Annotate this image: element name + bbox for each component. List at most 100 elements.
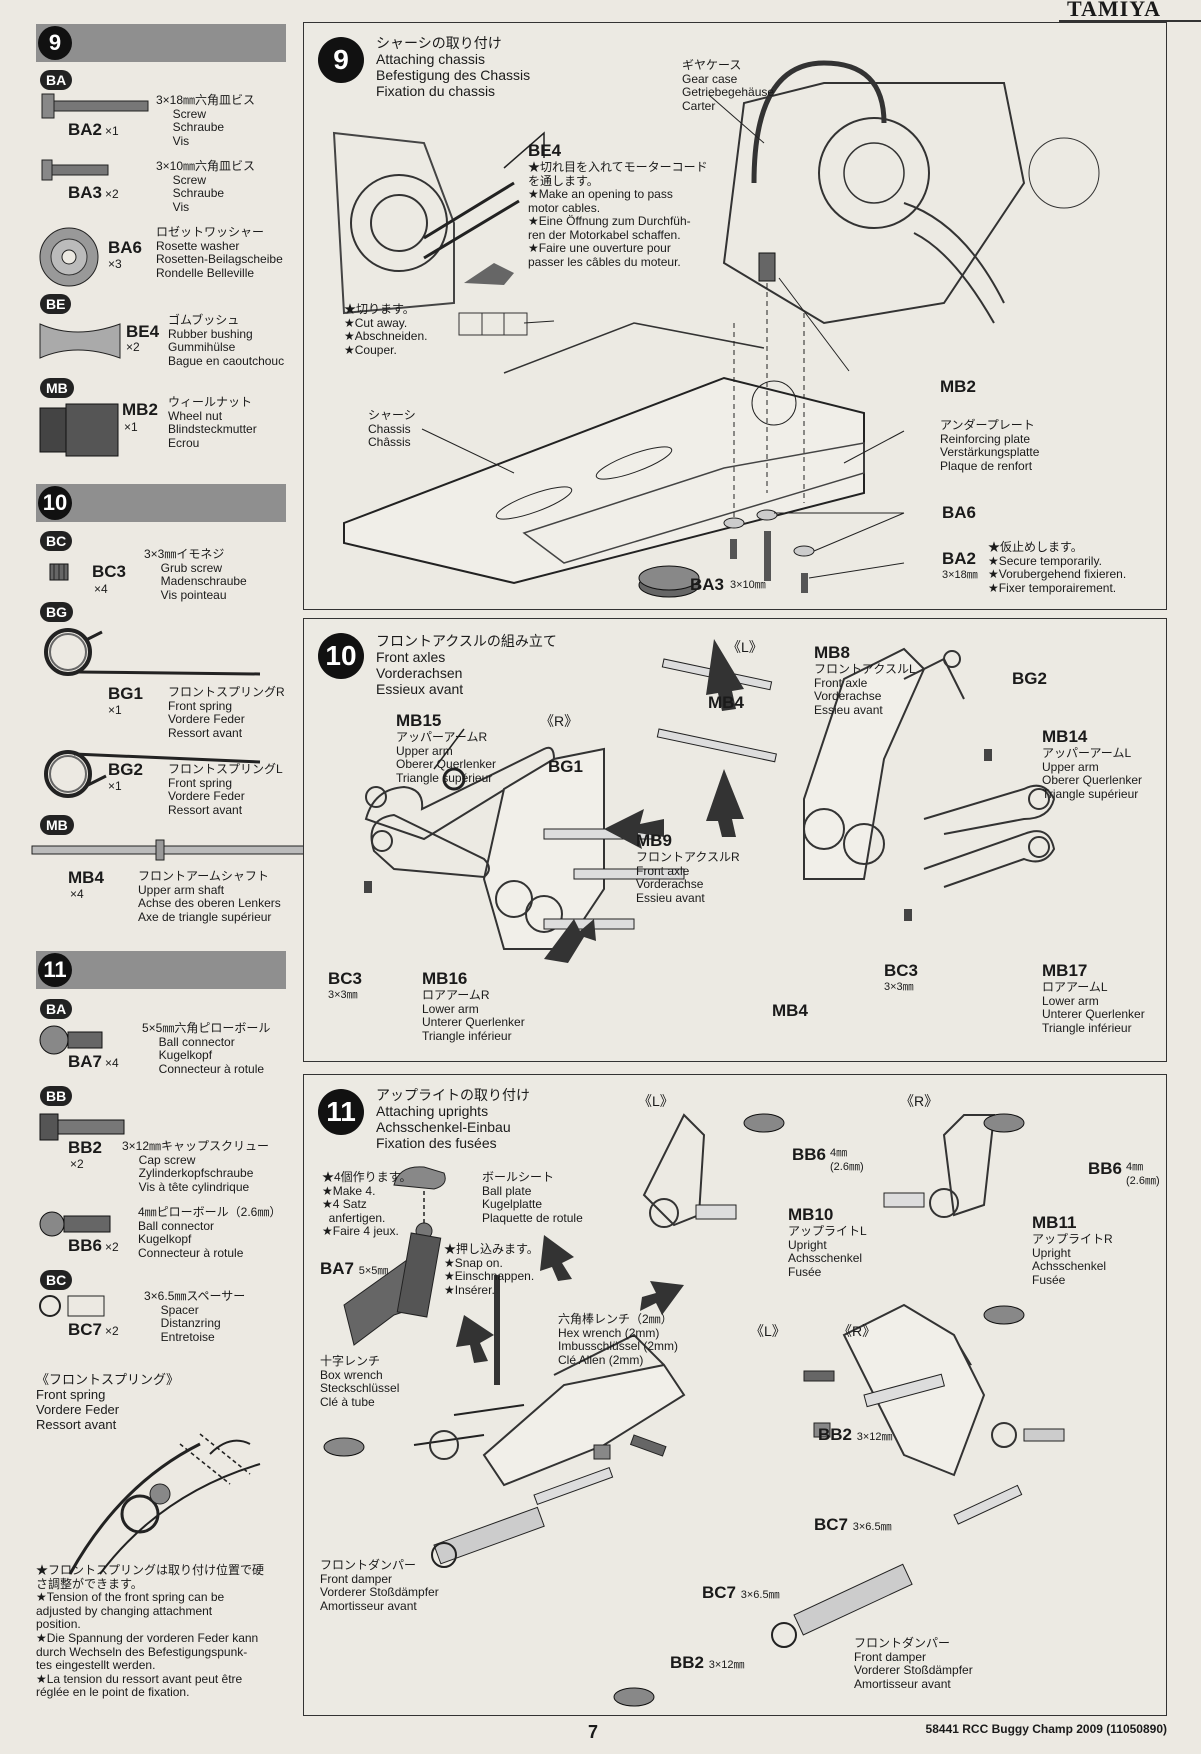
mb9-label: MB9 — [636, 831, 672, 850]
ba3-description: 3×10㎜六角皿ビス Screw Schraube Vis — [156, 159, 256, 214]
bg1-description: フロントスプリングR Front spring Vordere Feder Re… — [168, 685, 285, 740]
box-wrench-label: 十字レンチ Box wrench Steckschlüssel Clé à tu… — [320, 1354, 400, 1409]
snap-on-note: ★押し込みます。 ★Snap on. ★Einschnappen. ★Insér… — [444, 1242, 539, 1297]
step-11-number-large: 11 — [318, 1089, 364, 1135]
mb17-label: MB17 — [1042, 961, 1088, 980]
step-11-uprights-diagram — [323, 1113, 1065, 1707]
left-mid-label: 《L》 — [750, 1323, 786, 1339]
step-9-parts-header: 9 — [36, 24, 286, 62]
front-spring-note-text: ★フロントスプリングは取り付け位置で硬 さ調整ができます。 ★Tension o… — [36, 1563, 265, 1700]
be4-qty: ×2 — [126, 340, 140, 354]
ba2-size: 3×18㎜ — [942, 569, 978, 581]
bb2-qty: ×2 — [70, 1157, 84, 1171]
secure-temporarily-note: ★仮止めします。 ★Secure temporarily. ★Voruberge… — [988, 540, 1127, 595]
ba2-description: 3×18㎜六角皿ビス Screw Schraube Vis — [156, 93, 256, 148]
be4-label: BE4 — [528, 141, 562, 160]
left-top-label: 《L》 — [638, 1093, 674, 1109]
front-damper-left-label: フロントダンパー Front damper Vorderer Stoßdämpf… — [320, 1558, 439, 1613]
mb4-qty: ×4 — [70, 887, 84, 901]
step-11-number: 11 — [38, 953, 72, 987]
front-spring-note-illustration — [68, 1433, 261, 1575]
gear-case-label: ギヤケース Gear case Getriebegehäuse Carter — [682, 58, 775, 113]
ba6-washer-image — [39, 227, 99, 287]
mb4-shaft-image — [31, 837, 331, 863]
step-9-chassis-diagram — [332, 60, 1100, 598]
step-10-number-large: 10 — [318, 633, 364, 679]
bg1-qty: ×1 — [108, 703, 122, 717]
bc3-grubscrew-image — [49, 563, 69, 581]
right-top-label: 《R》 — [900, 1093, 939, 1109]
hex-wrench-label: 六角棒レンチ（2㎜） Hex wrench (2mm) Imbusschlüss… — [558, 1312, 679, 1367]
mb9-description: フロントアクスルR Front axle Vorderachse Essieu … — [636, 850, 740, 905]
step-10-front-axle-diagram — [364, 639, 1056, 963]
bc3-right-label: BC3 — [328, 969, 363, 988]
mb17-description: ロアアームL Lower arm Unterer Querlenker Tria… — [1042, 980, 1145, 1035]
mb16-description: ロアアームR Lower arm Unterer Querlenker Tria… — [422, 988, 525, 1043]
mb14-label: MB14 — [1042, 727, 1088, 746]
left-side-label: 《L》 — [727, 639, 763, 655]
bb2-right-label: BB2 3×12㎜ — [818, 1425, 893, 1444]
mb2-code: MB2 — [122, 400, 158, 419]
ba6-code: BA6 — [108, 238, 143, 257]
mb2-wheelnut-image — [39, 403, 119, 457]
brand-logo: TAMIYA — [1058, 0, 1201, 22]
bc7-description: 3×6.5㎜スペーサー Spacer Distanzring Entretois… — [144, 1289, 246, 1344]
make-4-note: ★4個作ります。 ★Make 4. ★4 Satz anfertigen. ★F… — [322, 1170, 412, 1238]
bg1-label: BG1 — [548, 757, 583, 776]
mb11-label: MB11 — [1032, 1213, 1077, 1232]
mb11-description: アップライトR Upright Achsschenkel Fusée — [1032, 1232, 1113, 1287]
ba6-qty: ×3 — [108, 257, 122, 271]
step-11-parts-header: 11 — [36, 951, 286, 989]
mb10-label: MB10 — [788, 1205, 834, 1224]
bb2-left-label: BB2 3×12㎜ — [670, 1653, 745, 1672]
bb2-code: BB2 — [68, 1138, 103, 1157]
step-9-title: シャーシの取り付け Attaching chassis Befestigung … — [376, 35, 531, 99]
mb16-label: MB16 — [422, 969, 468, 988]
step-11-title: アップライトの取り付け Attaching uprights Achsschen… — [376, 1087, 530, 1151]
bb2-capscrew-image — [39, 1113, 125, 1141]
bc3-code: BC3 — [92, 562, 127, 581]
mb15-description: アッパーアームR Upper arm Oberer Querlenker Tri… — [396, 730, 497, 785]
step-11-panel: 11 アップライトの取り付け Attaching uprights Achssc… — [303, 1074, 1167, 1716]
bb6-right-label: BB6 — [1088, 1159, 1123, 1178]
bb6-left-size: 4㎜ (2.6㎜) — [830, 1147, 864, 1173]
bag-be-badge: BE — [40, 294, 72, 314]
step-9-panel: 9 シャーシの取り付け Attaching chassis Befestigun… — [303, 22, 1167, 610]
bg2-code: BG2 — [108, 760, 143, 779]
bag-ba-badge-2: BA — [40, 999, 73, 1019]
bg2-qty: ×1 — [108, 779, 122, 793]
ba3-code: BA3×2 — [68, 183, 119, 202]
step-10-title: フロントアクスルの組み立て Front axles Vorderachsen E… — [376, 633, 557, 697]
ba7-code: BA7×4 — [68, 1052, 119, 1071]
reinforcing-plate-label: アンダープレート Reinforcing plate Verstärkungsp… — [940, 418, 1040, 473]
bc3-left-label: BC3 — [884, 961, 919, 980]
bc7-spacer-image — [39, 1295, 105, 1317]
bag-bc-badge: BC — [40, 531, 73, 551]
front-damper-right-label: フロントダンパー Front damper Vorderer Stoßdämpf… — [854, 1636, 973, 1691]
ba6-description: ロゼットワッシャー Rosette washer Rosetten-Beilag… — [156, 225, 283, 280]
bc7-left-label: BC7 3×6.5㎜ — [702, 1583, 780, 1602]
bg2-description: フロントスプリングL Front spring Vordere Feder Re… — [168, 762, 283, 817]
step-10-panel: 10 フロントアクスルの組み立て Front axles Vorderachse… — [303, 618, 1167, 1062]
ba3-size: 3×10㎜ — [730, 579, 766, 591]
right-side-label: 《R》 — [540, 713, 579, 729]
bag-bg-badge: BG — [40, 602, 73, 622]
bc3-left-size: 3×3㎜ — [884, 981, 914, 993]
step-9-number: 9 — [38, 26, 72, 60]
bg2-label: BG2 — [1012, 669, 1047, 688]
bag-mb-badge: MB — [40, 378, 74, 398]
bb6-ballconnector-image — [39, 1211, 111, 1237]
bb6-description: 4㎜ピローボール（2.6㎜） Ball connector Kugelkopf … — [138, 1205, 282, 1260]
mb15-label: MB15 — [396, 711, 442, 730]
page-footer: 58441 RCC Buggy Champ 2009 (11050890) — [925, 1722, 1167, 1736]
ba2-code: BA2×1 — [68, 120, 119, 139]
be4-description: ゴムブッシュ Rubber bushing Gummihülse Bague e… — [168, 313, 285, 368]
bb6-right-size: 4㎜ (2.6㎜) — [1126, 1161, 1160, 1187]
bc3-qty: ×4 — [94, 582, 108, 596]
bc7-right-label: BC7 3×6.5㎜ — [814, 1515, 892, 1534]
mb8-description: フロントアクスルL Front axle Vorderachse Essieu … — [814, 662, 916, 717]
be4-code: BE4 — [126, 322, 160, 341]
mb4-code: MB4 — [68, 868, 104, 887]
bc7-code: BC7×2 — [68, 1320, 119, 1339]
bg1-spring-image — [44, 628, 261, 676]
